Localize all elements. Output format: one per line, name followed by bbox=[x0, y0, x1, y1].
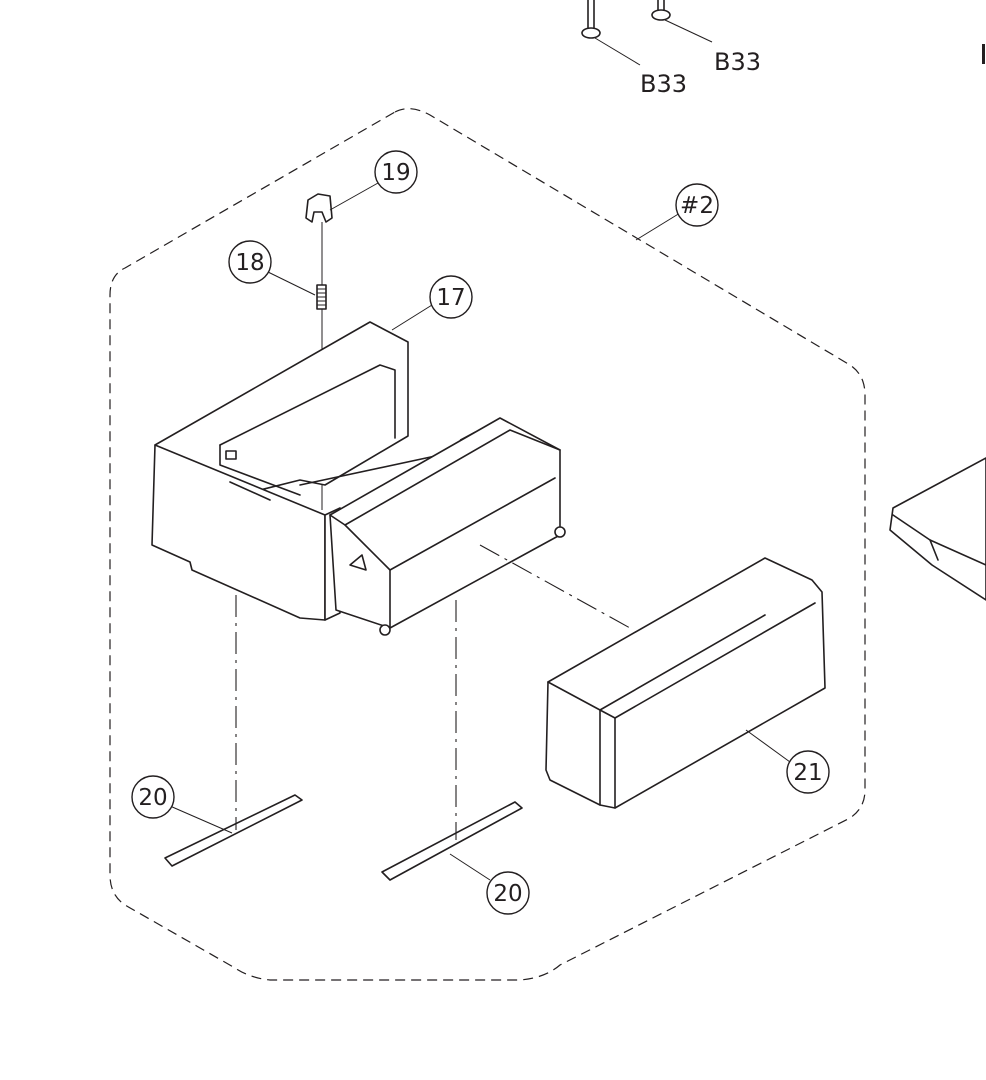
svg-text:19: 19 bbox=[381, 160, 410, 186]
leader-b33-right bbox=[664, 19, 713, 43]
part-tray bbox=[329, 417, 566, 636]
svg-text:17: 17 bbox=[436, 285, 465, 311]
leader-20b bbox=[449, 853, 491, 881]
callout-assembly: #2 bbox=[675, 183, 719, 227]
callout-20-left: 20 bbox=[131, 775, 175, 819]
screw-left bbox=[581, 0, 601, 39]
callout-18: 18 bbox=[228, 240, 272, 284]
svg-text:#2: #2 bbox=[680, 193, 714, 219]
part-17-housing bbox=[151, 321, 441, 621]
callout-20-right: 20 bbox=[486, 871, 530, 915]
callout-19: 19 bbox=[374, 150, 418, 194]
leader-20a bbox=[169, 805, 233, 834]
part-19-clip bbox=[305, 193, 333, 285]
svg-text:20: 20 bbox=[138, 785, 167, 811]
edge-mark bbox=[982, 44, 985, 64]
partial-part-right bbox=[889, 457, 986, 601]
callout-17: 17 bbox=[429, 275, 473, 319]
assembly-boundary bbox=[109, 108, 866, 981]
ref-b33-left: B33 bbox=[640, 70, 687, 98]
part-20-strip-left bbox=[164, 794, 303, 867]
leader-18 bbox=[267, 271, 316, 296]
centerline-cover bbox=[479, 544, 631, 629]
svg-text:20: 20 bbox=[493, 881, 522, 907]
svg-text:21: 21 bbox=[793, 760, 822, 786]
part-20-strip-right bbox=[381, 801, 523, 881]
ref-b33-right: B33 bbox=[714, 48, 761, 76]
callout-21: 21 bbox=[786, 750, 830, 794]
screw-right bbox=[651, 0, 671, 21]
leader-17 bbox=[391, 304, 433, 331]
leader-b33-left bbox=[594, 37, 641, 66]
leader-21 bbox=[745, 729, 791, 763]
leader-19 bbox=[329, 182, 379, 211]
part-21-cover bbox=[545, 557, 826, 809]
svg-text:18: 18 bbox=[235, 250, 264, 276]
leader-assembly bbox=[635, 212, 681, 241]
